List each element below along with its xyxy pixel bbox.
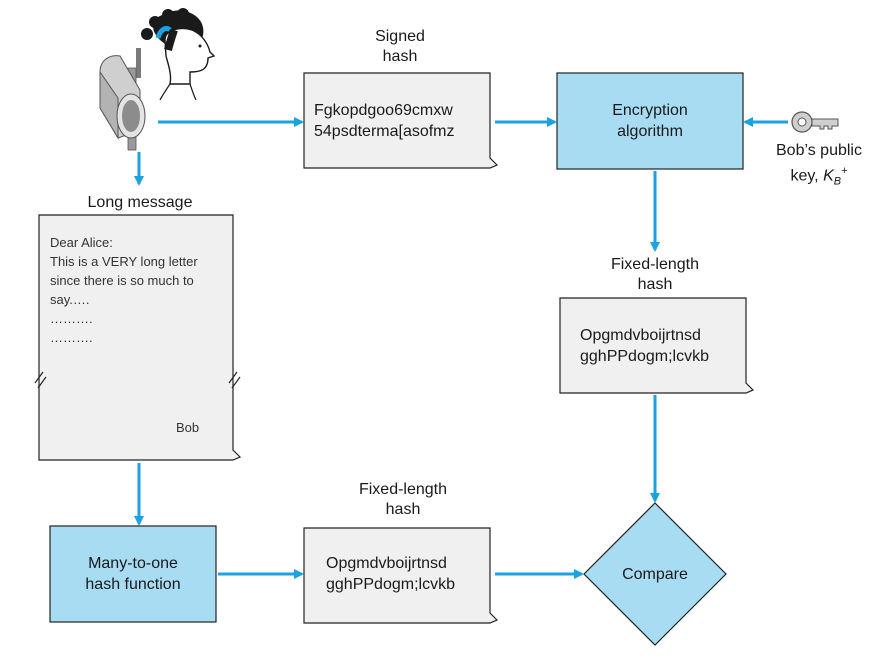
signed-hash-document (303, 72, 499, 169)
fixed-hash-document-right (559, 297, 755, 394)
encryption-algorithm-label: Encryption algorithm (612, 102, 688, 140)
compare-diamond (583, 502, 727, 646)
alice-icon (141, 8, 216, 101)
fixed-length-hash-label-top: Fixed-length hash (610, 256, 700, 293)
signed-hash-label: Signed hash (375, 28, 425, 65)
fixed-length-hash-label-bottom: Fixed-length hash (358, 481, 448, 518)
letter-body: Dear Alice: This is a VERY long letter s… (50, 235, 198, 345)
long-message-label: Long message (87, 194, 193, 211)
key-icon (791, 111, 839, 133)
bobs-public-key-label: Bob’s public key, KB+ (776, 142, 862, 188)
hash-function-label: Many-to-one hash function (85, 555, 181, 593)
fixed-hash-text-bottom: Opgmdvboijrtnsd gghPPdogm;lcvkb (326, 555, 455, 593)
fixed-hash-text-right: Opgmdvboijrtnsd gghPPdogm;lcvkb (580, 327, 709, 365)
encryption-algorithm-box (556, 72, 744, 170)
mailbox-icon (99, 48, 146, 151)
hash-function-box (49, 525, 217, 623)
compare-label: Compare (622, 565, 688, 583)
fixed-hash-document-bottom (303, 527, 499, 624)
signed-hash-text: Fgkopdgoo69cmxw 54psdterma[asofmz (314, 102, 455, 140)
letter-signature: Bob (176, 420, 200, 435)
long-message-letter (34, 214, 242, 461)
